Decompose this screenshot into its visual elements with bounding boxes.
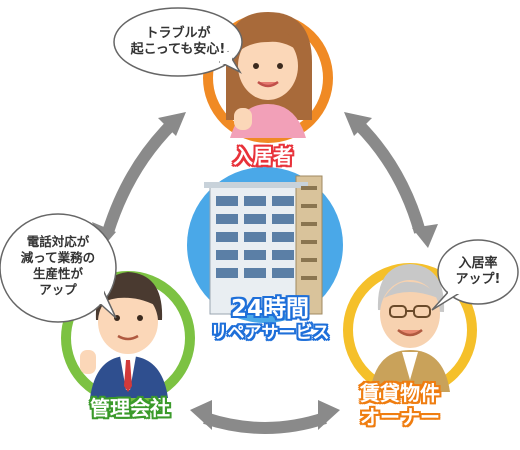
owner-speech-text: 入居率 アップ!	[444, 256, 512, 288]
resident-speech-bubble	[113, 7, 243, 77]
management-speech-line: アップ	[39, 282, 77, 297]
owner-speech-line: 入居率	[458, 256, 498, 271]
management-speech-line: 生産性が	[32, 266, 83, 281]
arrows	[92, 112, 438, 434]
owner-label-line: オーナー	[360, 405, 440, 429]
apartment-building-icon	[204, 175, 323, 315]
owner-label-line: 賃貸物件	[360, 381, 440, 405]
center-service	[187, 167, 343, 323]
elderly-man-icon	[370, 264, 450, 392]
owner-figure	[343, 239, 519, 397]
center-label-line2: リペアサービス	[210, 323, 330, 343]
owner-speech-bubble	[431, 239, 519, 311]
owner-label: 賃貸物件 オーナー	[340, 381, 460, 429]
center-label-line1: 24時間	[230, 296, 309, 322]
management-speech-line: 電話対応が	[26, 234, 90, 249]
two-way-arrow-icon	[190, 400, 340, 434]
management-label: 管理会社	[90, 396, 170, 420]
management-speech-line: 減って業務の	[20, 250, 96, 265]
resident-speech-text: トラブルが 起こっても安心!	[120, 26, 236, 58]
management-speech-bubble	[0, 213, 117, 323]
management-figure	[0, 213, 195, 405]
management-speech-text: 電話対応が 減って業務の 生産性が アップ	[6, 234, 110, 298]
two-way-arrow-icon	[92, 112, 186, 248]
resident-speech-line: トラブルが	[145, 26, 211, 41]
owner-speech-line: アップ!	[455, 272, 501, 287]
center-service-label: 24時間 リペアサービス	[190, 296, 350, 344]
resident-label: 入居者	[233, 144, 293, 168]
resident-speech-line: 起こっても安心!	[130, 42, 226, 57]
woman-icon	[226, 12, 312, 138]
resident-figure	[113, 7, 333, 143]
two-way-arrow-icon	[344, 112, 438, 248]
